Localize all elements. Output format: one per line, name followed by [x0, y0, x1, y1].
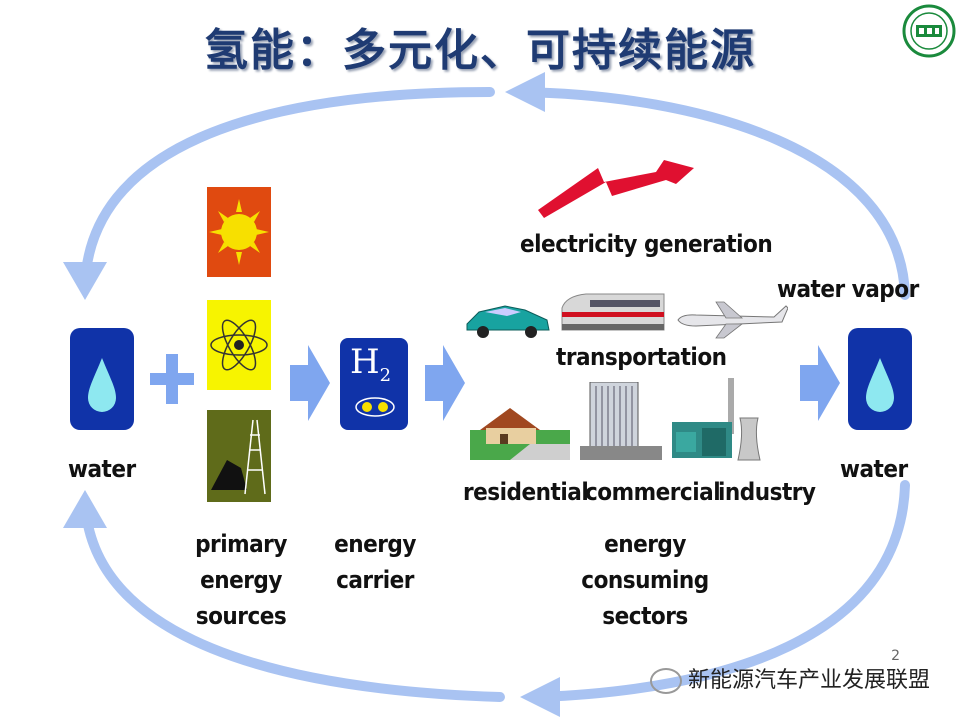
train-icon	[561, 293, 665, 331]
factory-icon	[672, 378, 761, 461]
water-vapor-label: water vapor	[777, 275, 919, 303]
energy-consuming-sectors-label: energy consuming sectors	[581, 530, 709, 630]
wechat-icon	[649, 668, 682, 694]
water-right-label: water	[840, 455, 908, 483]
water-left-label: water	[68, 455, 136, 483]
flow-arrow-1	[290, 345, 330, 421]
residential-label: residential	[463, 478, 589, 506]
page-title: 氢能：多元化、可持续能源	[204, 25, 756, 76]
transportation-label: transportation	[556, 343, 727, 371]
cycle-arrowhead-bottom	[520, 677, 560, 717]
coal-oil-rig-icon	[207, 410, 271, 502]
plus-icon	[150, 354, 194, 404]
cycle-arrowhead-left-bottom	[63, 490, 107, 528]
cycle-arrowhead-left	[63, 262, 107, 300]
watermark: 新能源汽车产业发展联盟	[649, 662, 930, 694]
office-building-icon	[580, 382, 662, 460]
sun-icon	[207, 187, 271, 277]
cycle-arrowhead-top	[505, 72, 545, 112]
house-icon	[470, 408, 570, 460]
electricity-generation-label: electricity generation	[520, 230, 773, 258]
primary-energy-sources-label: primary energy sources	[195, 530, 287, 630]
airplane-icon	[677, 301, 788, 339]
car-icon	[466, 305, 550, 338]
commercial-label: commercial	[585, 478, 721, 506]
water-drop-icon	[70, 328, 134, 430]
industry-label: industry	[718, 478, 816, 506]
energy-carrier-label: energy carrier	[334, 530, 416, 594]
page-number: 2	[891, 648, 900, 664]
logo-icon	[902, 4, 956, 58]
atom-icon	[207, 300, 271, 390]
lightning-icon	[538, 160, 694, 218]
flow-arrow-2	[425, 345, 465, 421]
water-drop-icon	[848, 328, 912, 430]
flow-arrow-3	[800, 345, 840, 421]
h2-icon: H2	[340, 338, 408, 430]
